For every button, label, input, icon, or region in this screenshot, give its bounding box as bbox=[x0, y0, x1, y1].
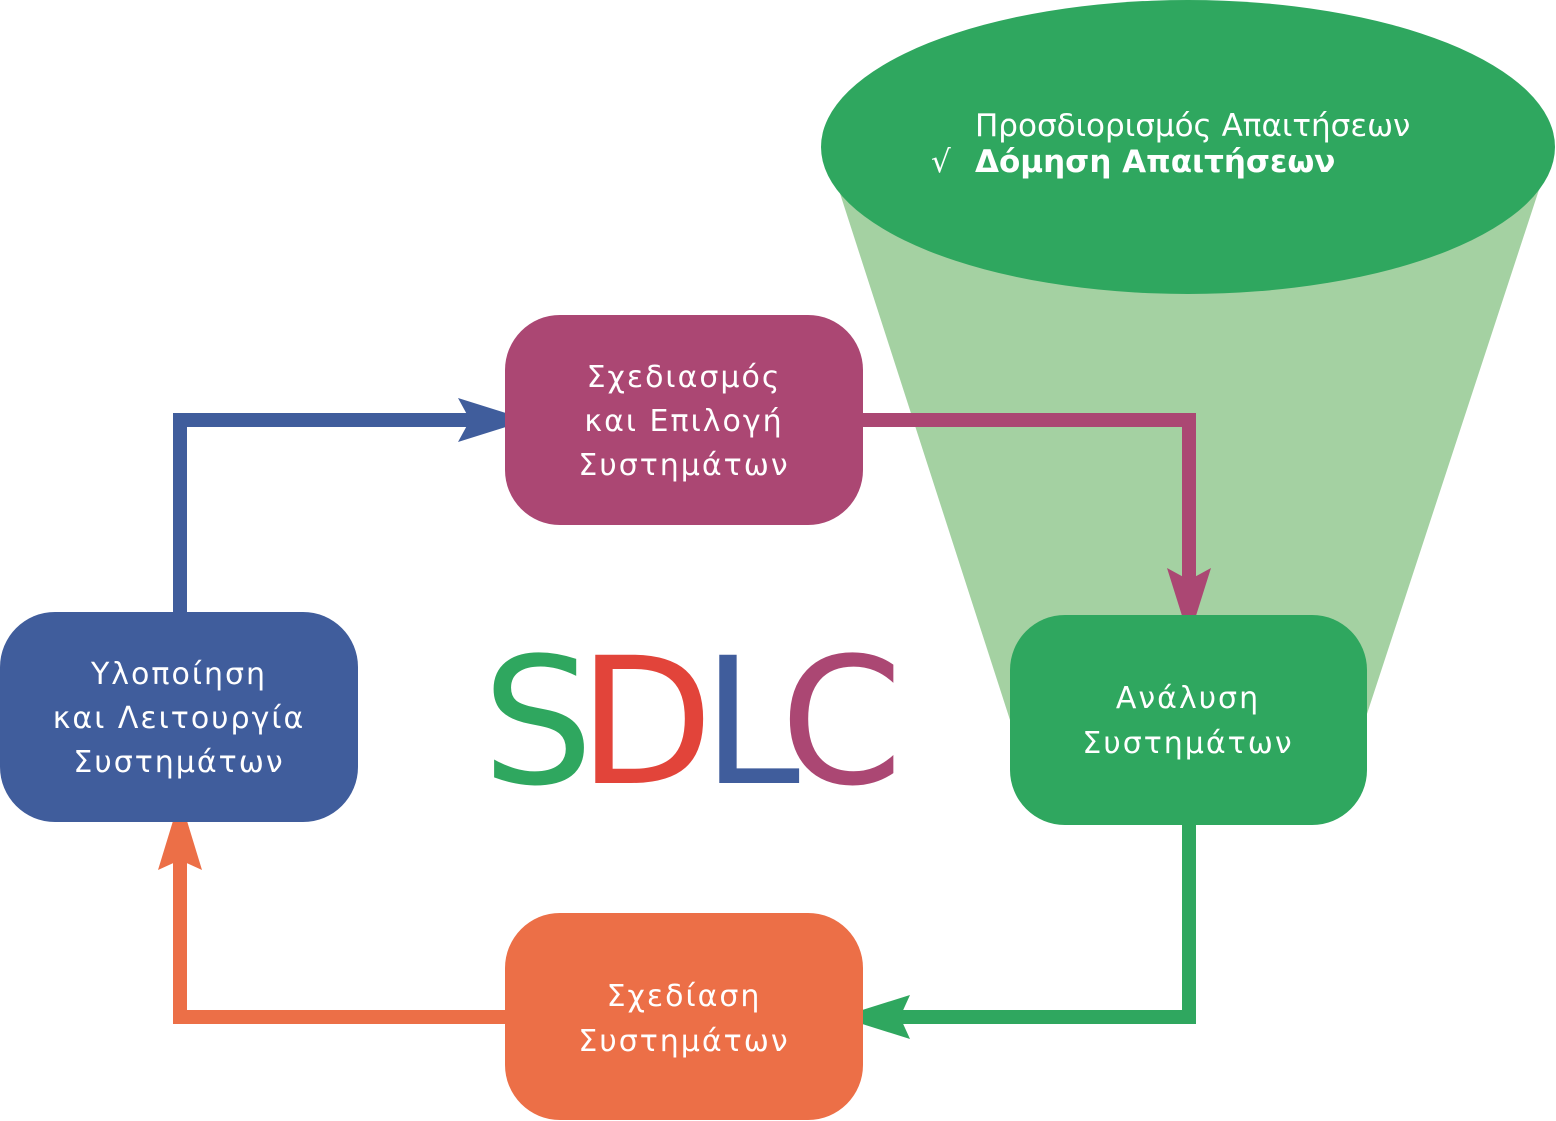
check-mark-icon: √ bbox=[931, 144, 951, 180]
stage-implementation-line-2: και Λειτουργία bbox=[53, 701, 306, 736]
sdlc-letter-c: C bbox=[780, 620, 903, 825]
arrow-planning-to-analysis bbox=[860, 413, 1196, 580]
arrowhead-to-implementation bbox=[158, 798, 202, 870]
stage-planning-line-3: Συστημάτων bbox=[578, 448, 789, 483]
stage-planning-line-1: Σχεδιασμός bbox=[587, 360, 782, 395]
stage-planning: Σχεδιασμός και Επιλογή Συστημάτων bbox=[505, 315, 863, 525]
arrow-implementation-to-planning bbox=[173, 413, 470, 612]
funnel-item-requirements-structuring: Δόμηση Απαιτήσεων bbox=[975, 144, 1335, 180]
sdlc-letter-l: L bbox=[702, 620, 800, 825]
arrow-design-to-implementation bbox=[173, 860, 510, 1024]
funnel-top-ellipse bbox=[821, 0, 1555, 294]
stage-design-line-1: Σχεδίαση bbox=[607, 979, 762, 1014]
stage-implementation-line-3: Συστημάτων bbox=[73, 745, 284, 780]
sdlc-title: S D L C bbox=[482, 620, 903, 825]
stage-implementation: Υλοποίηση και Λειτουργία Συστημάτων bbox=[0, 612, 358, 822]
arrow-analysis-to-design bbox=[900, 824, 1196, 1024]
stage-design-line-2: Συστημάτων bbox=[578, 1024, 789, 1059]
stage-planning-line-2: και Επιλογή bbox=[584, 404, 783, 439]
stage-implementation-line-1: Υλοποίηση bbox=[90, 657, 267, 692]
stage-design: Σχεδίαση Συστημάτων bbox=[505, 913, 863, 1120]
funnel-item-requirements-determination: Προσδιορισμός Απαιτήσεων bbox=[975, 108, 1410, 144]
arrowhead-to-design bbox=[840, 995, 910, 1039]
stage-analysis: Ανάλυση Συστημάτων bbox=[1010, 615, 1367, 825]
arrowhead-to-analysis bbox=[1167, 568, 1211, 638]
arrowhead-to-planning bbox=[458, 398, 528, 442]
stage-analysis-line-2: Συστημάτων bbox=[1082, 726, 1293, 761]
sdlc-letter-d: D bbox=[578, 620, 714, 825]
stage-analysis-line-1: Ανάλυση bbox=[1116, 681, 1260, 716]
sdlc-letter-s: S bbox=[482, 620, 594, 825]
